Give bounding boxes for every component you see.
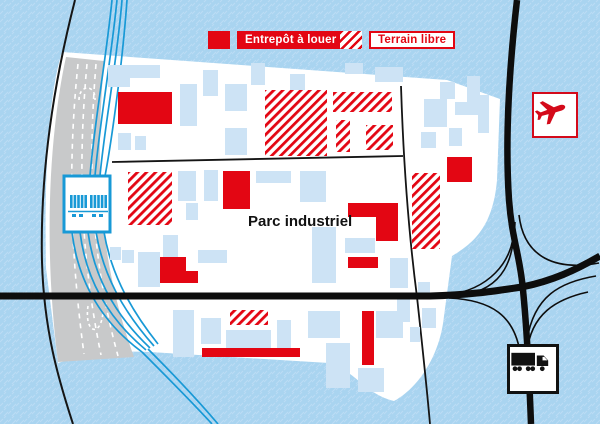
railway-lines [71, 0, 219, 424]
legend-item-free-land: Terrain libre [340, 31, 456, 49]
legend-item-warehouse: Entrepôt à louer [208, 31, 345, 49]
warehouses-for-rent [118, 92, 472, 365]
inner-roads [111, 85, 431, 424]
airplane-icon [534, 101, 566, 125]
free-land-areas [128, 90, 440, 325]
left-access-road [40, 0, 76, 424]
map-title: Parc industriel [248, 213, 353, 230]
airport-badge [532, 92, 578, 138]
truck-badge [507, 344, 559, 394]
warehouse-label: Entrepôt à louer [237, 31, 345, 49]
truck-icon [511, 352, 549, 372]
train-icon [62, 174, 112, 234]
warehouse-swatch [208, 31, 230, 49]
free-land-swatch [340, 31, 362, 49]
industrial-buildings [108, 63, 489, 392]
free-land-label: Terrain libre [369, 31, 456, 49]
